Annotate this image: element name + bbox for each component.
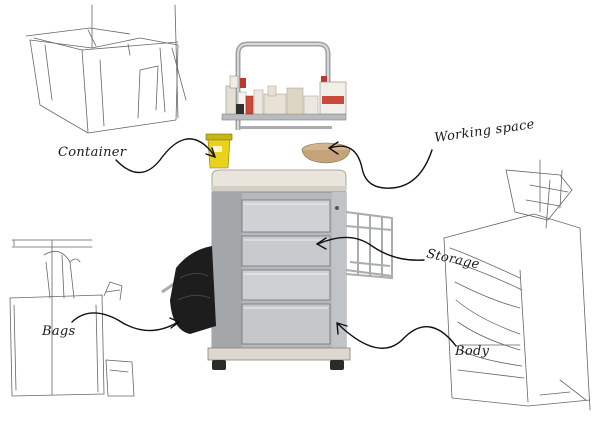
label-body: Body: [455, 344, 490, 359]
arrow-body: [337, 323, 457, 349]
arrow-body-head: [336, 322, 348, 335]
sharps-container: [205, 133, 233, 169]
waste-bag: [161, 246, 216, 334]
label-bags: Bags: [42, 324, 76, 339]
arrow-working-space: [329, 145, 433, 189]
arrow-container: [115, 138, 215, 174]
arrow-bags-head: [169, 317, 181, 329]
callout-arrows: [71, 138, 457, 349]
drawers: [241, 199, 331, 345]
arrow-storage-head: [315, 237, 327, 250]
sketch-body-right: [443, 159, 591, 411]
arrow-working-space-head: [327, 141, 339, 155]
sketch-bag-bottom-left: [9, 239, 135, 397]
label-container: Container: [58, 145, 127, 160]
side-basket: [345, 211, 393, 280]
arrow-bags: [71, 312, 179, 332]
shelf-supplies: [225, 75, 347, 115]
trolley-photo: [161, 41, 393, 370]
sketch-container-top-left: [25, 4, 187, 134]
arrow-container-head: [205, 147, 217, 159]
arrow-storage: [317, 236, 425, 261]
